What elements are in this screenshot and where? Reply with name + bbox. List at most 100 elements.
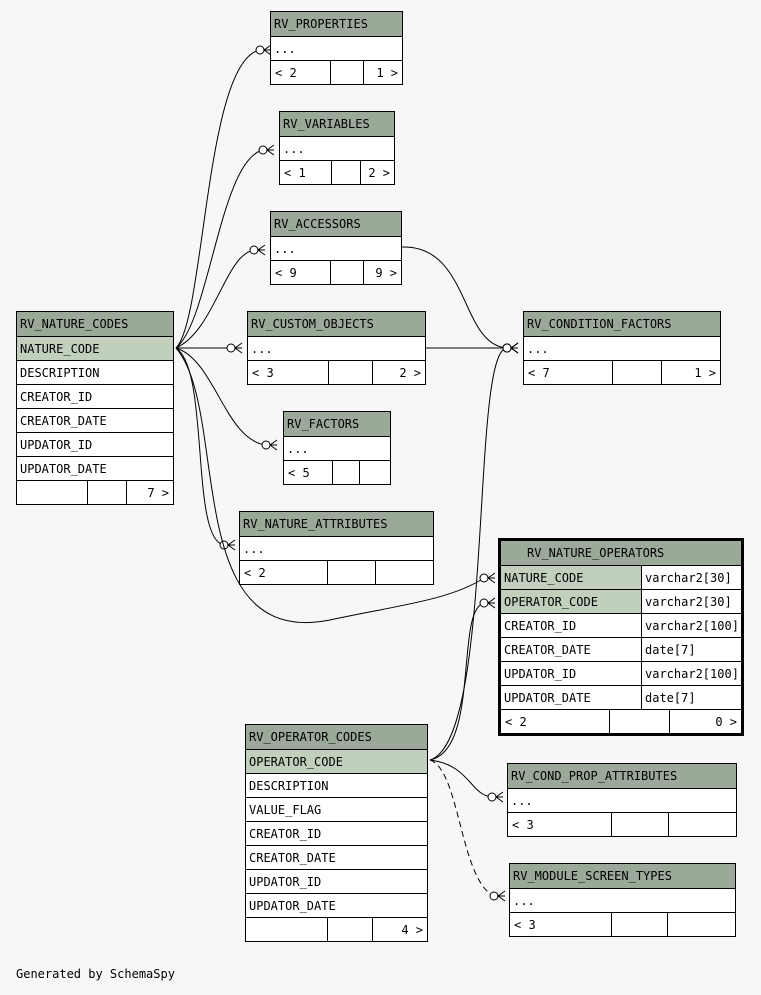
column-row[interactable]: OPERATOR_CODE [246, 749, 427, 773]
collapsed-columns-row[interactable]: ... [271, 236, 401, 260]
collapsed-columns-row[interactable]: ... [524, 336, 720, 360]
footer-spacer [609, 710, 669, 733]
table-footer: < 3 [510, 912, 735, 936]
table-title[interactable]: RV_NATURE_OPERATORS [501, 541, 741, 565]
column-type: varchar2[100] [641, 662, 741, 685]
column-row[interactable]: DESCRIPTION [246, 773, 427, 797]
collapsed-columns-row[interactable]: ... [271, 36, 402, 60]
column-name: ... [251, 342, 273, 356]
column-type: varchar2[30] [641, 590, 741, 613]
collapsed-columns-row[interactable]: ... [280, 136, 394, 160]
parent-count[interactable]: < 3 [514, 918, 536, 932]
collapsed-columns-row[interactable]: ... [508, 788, 736, 812]
parent-count[interactable]: < 1 [284, 166, 306, 180]
footer-spacer [87, 481, 126, 504]
column-name: ... [283, 142, 305, 156]
column-row[interactable]: CREATOR_ID [246, 821, 427, 845]
column-row[interactable]: DESCRIPTION [17, 360, 173, 384]
rel-operator-codes-nature-operators [429, 597, 496, 761]
collapsed-columns-row[interactable]: ... [284, 436, 390, 460]
column-name: UPDATOR_ID [20, 438, 93, 452]
parent-count[interactable]: < 2 [505, 715, 527, 729]
table-title[interactable]: RV_CONDITION_FACTORS [524, 312, 720, 336]
child-count[interactable]: 0 > [669, 710, 741, 733]
column-row[interactable]: VALUE_FLAG [246, 797, 427, 821]
child-count[interactable] [375, 561, 433, 584]
table-rv-cond-prop-attributes[interactable]: RV_COND_PROP_ATTRIBUTES... < 3 [507, 763, 737, 837]
column-row[interactable]: NATURE_CODE [17, 336, 173, 360]
collapsed-columns-row[interactable]: ... [510, 888, 735, 912]
table-title[interactable]: RV_CUSTOM_OBJECTS [248, 312, 425, 336]
table-footer: 4 > [246, 917, 427, 941]
table-title[interactable]: RV_PROPERTIES [271, 12, 402, 36]
child-count[interactable] [359, 461, 390, 484]
column-row[interactable]: CREATOR_DATE [246, 845, 427, 869]
footer-spacer [332, 461, 359, 484]
table-footer: < 3 [508, 812, 736, 836]
column-row[interactable]: UPDATOR_ID [17, 432, 173, 456]
child-count[interactable]: 1 > [661, 361, 720, 384]
child-count[interactable]: 4 > [372, 918, 427, 941]
table-title-text: RV_MODULE_SCREEN_TYPES [513, 869, 672, 883]
parent-count[interactable]: < 5 [288, 466, 310, 480]
table-footer: < 3 2 > [248, 360, 425, 384]
parent-count[interactable]: < 9 [275, 266, 297, 280]
collapsed-columns-row[interactable]: ... [248, 336, 425, 360]
parent-count[interactable]: < 3 [252, 366, 274, 380]
column-row[interactable]: CREATOR_DATE [17, 408, 173, 432]
child-count[interactable]: 1 > [363, 61, 402, 84]
table-title[interactable]: RV_FACTORS [284, 412, 390, 436]
parent-count[interactable]: < 3 [512, 818, 534, 832]
table-rv-custom-objects[interactable]: RV_CUSTOM_OBJECTS... < 3 2 > [247, 311, 426, 385]
column-name: VALUE_FLAG [249, 803, 322, 817]
table-title[interactable]: RV_MODULE_SCREEN_TYPES [510, 864, 735, 888]
column-name: CREATOR_ID [504, 619, 577, 633]
column-row[interactable]: UPDATOR_DATE [17, 456, 173, 480]
table-rv-module-screen-types[interactable]: RV_MODULE_SCREEN_TYPES... < 3 [509, 863, 736, 937]
child-count[interactable]: 2 > [360, 161, 394, 184]
table-rv-factors[interactable]: RV_FACTORS... < 5 [283, 411, 391, 485]
column-row[interactable]: CREATOR_ID [17, 384, 173, 408]
parent-count[interactable]: < 2 [244, 566, 266, 580]
parent-count[interactable] [17, 481, 87, 504]
collapsed-columns-row[interactable]: ... [240, 536, 433, 560]
footer-spacer [330, 61, 363, 84]
column-name: UPDATOR_DATE [249, 899, 336, 913]
table-rv-properties[interactable]: RV_PROPERTIES... < 2 1 > [270, 11, 403, 85]
table-title[interactable]: RV_COND_PROP_ATTRIBUTES [508, 764, 736, 788]
table-rv-accessors[interactable]: RV_ACCESSORS... < 9 9 > [270, 211, 402, 285]
table-title[interactable]: RV_OPERATOR_CODES [246, 725, 427, 749]
table-rv-variables[interactable]: RV_VARIABLES... < 1 2 > [279, 111, 395, 185]
parent-count[interactable]: < 2 [275, 66, 297, 80]
table-rv-nature-attributes[interactable]: RV_NATURE_ATTRIBUTES... < 2 [239, 511, 434, 585]
column-name: UPDATOR_ID [249, 875, 322, 889]
table-rv-condition-factors[interactable]: RV_CONDITION_FACTORS... < 7 1 > [523, 311, 721, 385]
child-count[interactable]: 9 > [363, 261, 401, 284]
column-row[interactable]: UPDATOR_DATE [246, 893, 427, 917]
child-count[interactable]: 7 > [126, 481, 173, 504]
table-title[interactable]: RV_VARIABLES [280, 112, 394, 136]
child-count[interactable]: 2 > [372, 361, 425, 384]
column-name: CREATOR_DATE [20, 414, 107, 428]
child-count[interactable] [668, 813, 736, 836]
column-type: varchar2[100] [641, 614, 741, 637]
parent-count[interactable]: < 7 [528, 366, 550, 380]
column-name: ... [287, 442, 309, 456]
parent-count[interactable] [246, 918, 327, 941]
table-title[interactable]: RV_NATURE_ATTRIBUTES [240, 512, 433, 536]
table-title-text: RV_CONDITION_FACTORS [527, 317, 672, 331]
column-row[interactable]: CREATOR_ID varchar2[100] [501, 613, 741, 637]
child-count[interactable] [667, 913, 735, 936]
column-name: OPERATOR_CODE [246, 750, 427, 773]
table-title[interactable]: RV_ACCESSORS [271, 212, 401, 236]
column-row[interactable]: UPDATOR_ID [246, 869, 427, 893]
table-title[interactable]: RV_NATURE_CODES [17, 312, 173, 336]
